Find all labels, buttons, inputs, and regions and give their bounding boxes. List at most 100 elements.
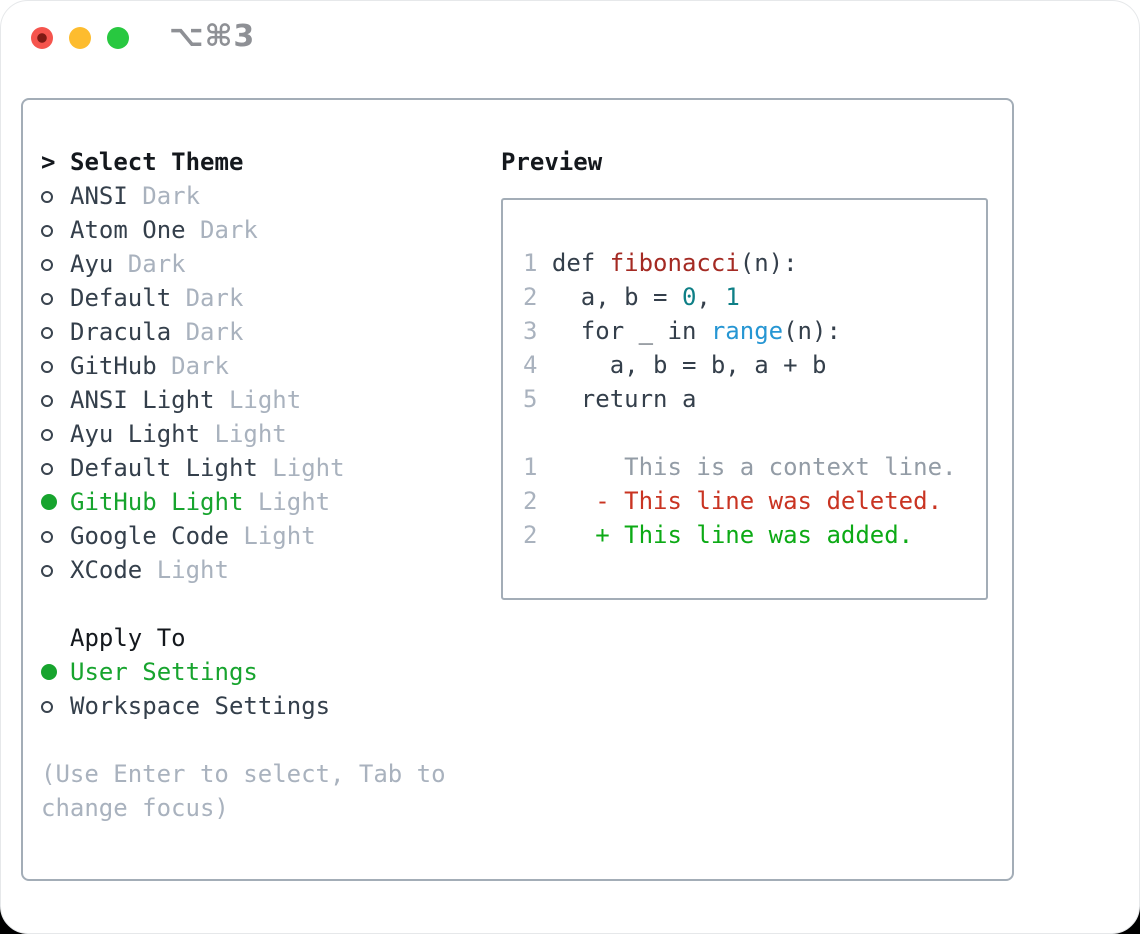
close-button[interactable]: [31, 27, 53, 49]
apply-to-option[interactable]: User Settings: [41, 655, 501, 689]
theme-option[interactable]: ANSI Dark: [41, 179, 501, 213]
theme-option[interactable]: Atom One Dark: [41, 213, 501, 247]
radio-icon: [41, 395, 53, 407]
theme-name: Default Light: [70, 454, 258, 482]
line-number: 1: [523, 249, 538, 277]
theme-name: Atom One: [70, 216, 186, 244]
theme-name: Ayu Light: [70, 420, 201, 448]
minimize-button[interactable]: [69, 27, 91, 49]
theme-option[interactable]: Google Code Light: [41, 519, 501, 553]
apply-to-option[interactable]: Workspace Settings: [41, 689, 501, 723]
maximize-button[interactable]: [107, 27, 129, 49]
theme-name: Dracula: [70, 318, 172, 346]
apply-to-label: Workspace Settings: [70, 692, 331, 720]
code-segment-code: a, b = b, a + b: [537, 351, 827, 379]
theme-name: GitHub Light: [70, 488, 244, 516]
window-hotkey-title: ⌥⌘3: [169, 19, 256, 54]
code-segment-num: 0: [681, 283, 697, 311]
selected-radio-icon: [41, 664, 57, 680]
titlebar: ⌥⌘3: [1, 1, 1139, 98]
radio-icon: [41, 463, 53, 475]
code-segment-code: ,: [696, 283, 726, 311]
theme-option[interactable]: Default Dark: [41, 281, 501, 315]
selection-caret-icon: >: [41, 148, 56, 176]
theme-variant: Dark: [127, 182, 201, 210]
theme-variant: Light: [243, 488, 331, 516]
theme-name: Google Code: [70, 522, 229, 550]
radio-icon: [41, 565, 53, 577]
apply-to-label: User Settings: [70, 658, 258, 686]
code-segment-add: + This line was added.: [537, 521, 914, 549]
theme-variant: Light: [257, 454, 345, 482]
code-segment-code: a, b =: [537, 283, 682, 311]
theme-name: GitHub: [70, 352, 157, 380]
preview-header: Preview: [501, 148, 603, 176]
select-theme-header: >Select Theme: [41, 145, 501, 179]
theme-variant: Light: [200, 420, 287, 448]
radio-icon: [41, 429, 53, 441]
line-number: 2: [523, 283, 538, 311]
theme-variant: Light: [142, 556, 229, 584]
theme-option[interactable]: XCode Light: [41, 553, 501, 587]
code-segment-code: def: [537, 249, 610, 277]
theme-variant: Light: [228, 522, 316, 550]
theme-variant: Light: [214, 386, 302, 414]
code-segment-code: for _ in: [537, 317, 711, 345]
theme-option[interactable]: Default Light Light: [41, 451, 501, 485]
code-segment-ctx: This is a context line.: [537, 453, 957, 481]
line-number: 5: [523, 385, 538, 413]
theme-name: ANSI Light: [70, 386, 215, 414]
theme-variant: Dark: [171, 284, 244, 312]
theme-option[interactable]: Ayu Light Light: [41, 417, 501, 451]
theme-option[interactable]: ANSI Light Light: [41, 383, 501, 417]
radio-icon: [41, 531, 53, 543]
theme-option[interactable]: GitHub Light Light: [41, 485, 501, 519]
radio-icon: [41, 225, 53, 237]
radio-icon: [41, 361, 53, 373]
line-number: 4: [523, 351, 538, 379]
preview-code-line: 4 a, b = b, a + b: [523, 348, 972, 382]
code-segment-num: 1: [725, 283, 740, 311]
radio-icon: [41, 259, 53, 271]
theme-name: Ayu: [70, 250, 114, 278]
theme-name: Default: [70, 284, 172, 312]
radio-icon: [41, 191, 53, 203]
preview-code-line: 2 + This line was added.: [523, 518, 972, 552]
preview-code-line: 2 a, b = 0, 1: [523, 280, 972, 314]
theme-name: XCode: [70, 556, 143, 584]
code-segment-code: (n):: [739, 249, 798, 277]
selected-radio-icon: [41, 494, 57, 510]
theme-variant: Dark: [156, 352, 229, 380]
preview-column: Preview 1 def fibonacci(n):2 a, b = 0, 1…: [501, 145, 988, 879]
theme-variant: Dark: [185, 216, 258, 244]
code-segment-blue: range: [710, 317, 784, 345]
radio-icon: [41, 327, 53, 339]
apply-to-header: Apply To: [70, 624, 186, 652]
preview-code-line: [523, 416, 972, 450]
line-number: 1: [523, 453, 538, 481]
preview-code-line: 1 def fibonacci(n):: [523, 246, 972, 280]
code-segment-code: (n):: [783, 317, 841, 345]
theme-name: ANSI: [70, 182, 128, 210]
code-segment-code: return a: [537, 385, 697, 413]
hint-text: (Use Enter to select, Tab to change focu…: [41, 760, 446, 822]
theme-option[interactable]: Ayu Dark: [41, 247, 501, 281]
theme-variant: Dark: [171, 318, 244, 346]
theme-variant: Dark: [113, 250, 186, 278]
code-segment-func: fibonacci: [609, 249, 740, 277]
code-segment-del: - This line was deleted.: [537, 487, 943, 515]
preview-code-line: 1 This is a context line.: [523, 450, 972, 484]
theme-option[interactable]: GitHub Dark: [41, 349, 501, 383]
preview-code-line: 2 - This line was deleted.: [523, 484, 972, 518]
theme-option[interactable]: Dracula Dark: [41, 315, 501, 349]
preview-code-line: 5 return a: [523, 382, 972, 416]
line-number: 3: [523, 317, 538, 345]
